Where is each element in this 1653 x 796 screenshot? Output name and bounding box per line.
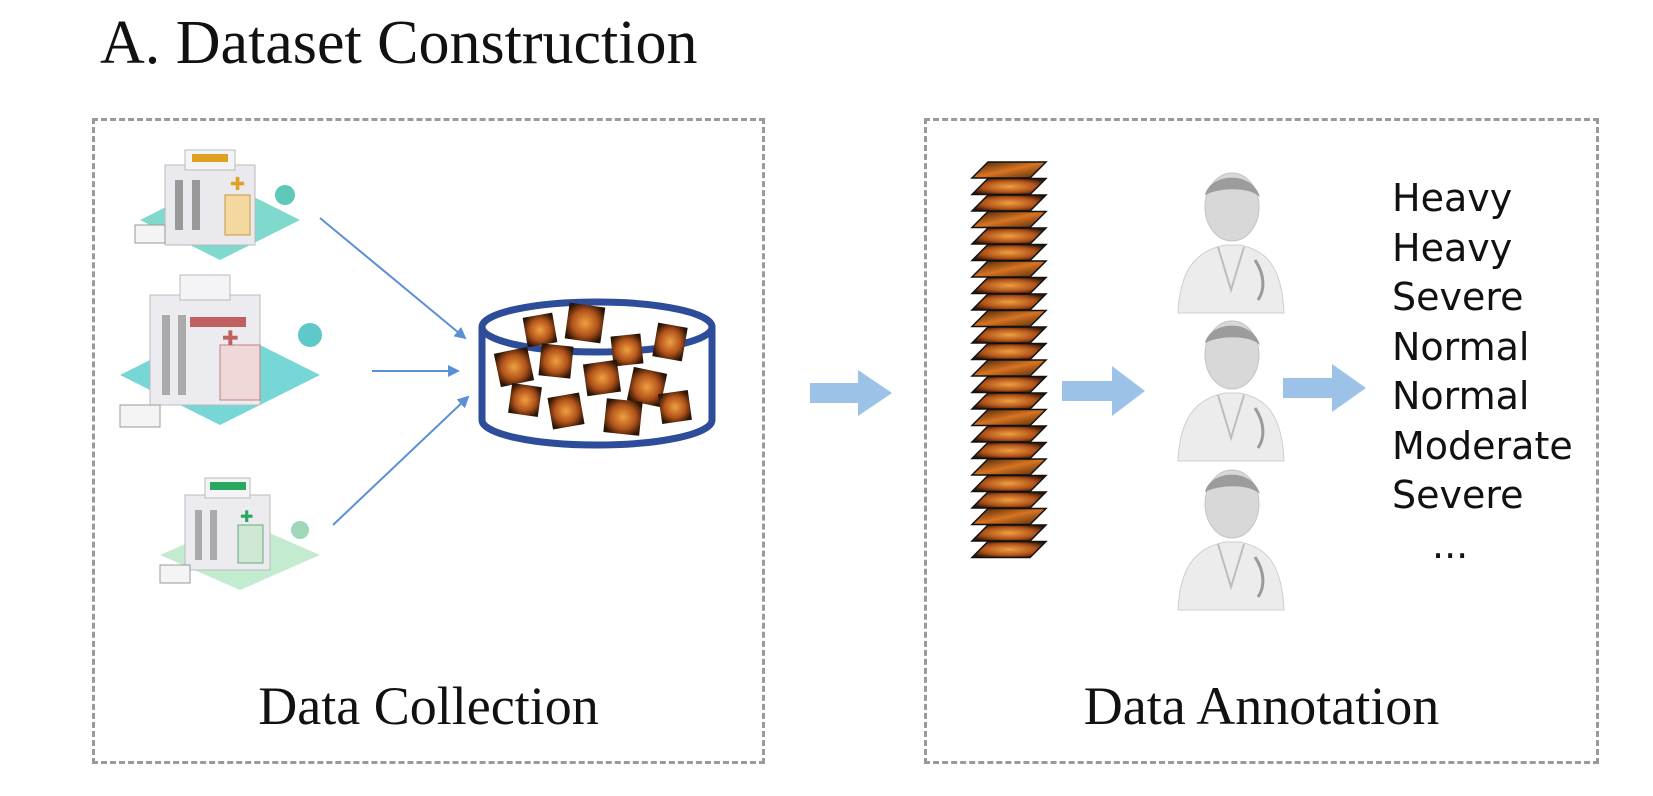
stacked-image-slice	[970, 227, 1048, 245]
svg-text:✚: ✚	[222, 326, 239, 350]
stacked-image-slice	[970, 375, 1048, 394]
annotation-label: Severe	[1392, 275, 1524, 319]
stacked-image-slice	[970, 210, 1048, 229]
annotation-label: Heavy	[1392, 176, 1513, 220]
annotation-label: Normal	[1392, 324, 1530, 369]
arrow-hospital-1	[319, 217, 467, 340]
stacked-image-slice	[970, 474, 1048, 493]
annotation-label-ellipsis: ...	[1432, 522, 1469, 567]
svg-text:✚: ✚	[240, 507, 253, 526]
stacked-image-slice	[970, 276, 1048, 295]
stacked-image-slice	[970, 408, 1048, 427]
hospital-icon: ✚	[134, 149, 300, 260]
annotation-label: Moderate	[1392, 423, 1573, 468]
annotation-label: Severe	[1392, 473, 1524, 517]
endoscopy-image-thumbnails	[493, 302, 692, 436]
svg-text:✚: ✚	[230, 174, 245, 195]
stacked-image-slice	[970, 359, 1048, 377]
data-collection-caption: Data Collection	[258, 676, 599, 736]
doctor-icon	[1177, 320, 1285, 462]
hospital-icon: ✚	[159, 477, 320, 590]
stacked-image-slice	[970, 342, 1048, 361]
stacked-image-slice	[970, 524, 1048, 542]
annotation-label: Normal	[1392, 374, 1530, 418]
stacked-image-slice	[970, 194, 1048, 212]
section-title: A. Dataset Construction	[100, 9, 698, 77]
stacked-image-slice	[970, 309, 1048, 328]
stacked-image-slice	[970, 243, 1048, 262]
doctor-icon	[1177, 469, 1285, 611]
doctor-icon	[1177, 172, 1285, 314]
stacked-image-slice	[970, 177, 1048, 196]
database-cylinder-icon	[478, 298, 716, 449]
stacked-image-slice	[970, 507, 1048, 526]
data-annotation-panel: Data Annotation	[924, 118, 1599, 764]
data-collection-panel: Data Collection	[92, 118, 765, 764]
stacked-image-slice	[970, 260, 1048, 278]
block-arrow-between-panels	[810, 370, 892, 416]
data-annotation-caption: Data Annotation	[1083, 676, 1440, 736]
stacked-image-slice	[970, 326, 1048, 344]
block-arrow-to-annotators	[1062, 366, 1145, 416]
image-stack-icon	[970, 161, 1048, 559]
stacked-image-slice	[970, 161, 1048, 179]
block-arrow-to-labels	[1283, 364, 1366, 412]
hospital-icon: ✚	[119, 274, 322, 428]
stacked-image-slice	[970, 540, 1048, 559]
stacked-image-slice	[970, 425, 1048, 443]
stacked-image-slice	[970, 293, 1048, 311]
arrow-hospital-3	[332, 395, 470, 526]
stacked-image-slice	[970, 458, 1048, 476]
stacked-image-slice	[970, 441, 1048, 460]
stacked-image-slice	[970, 491, 1048, 509]
collection-arrows	[319, 217, 470, 526]
annotation-label: Heavy	[1392, 225, 1513, 270]
stacked-image-slice	[970, 392, 1048, 410]
